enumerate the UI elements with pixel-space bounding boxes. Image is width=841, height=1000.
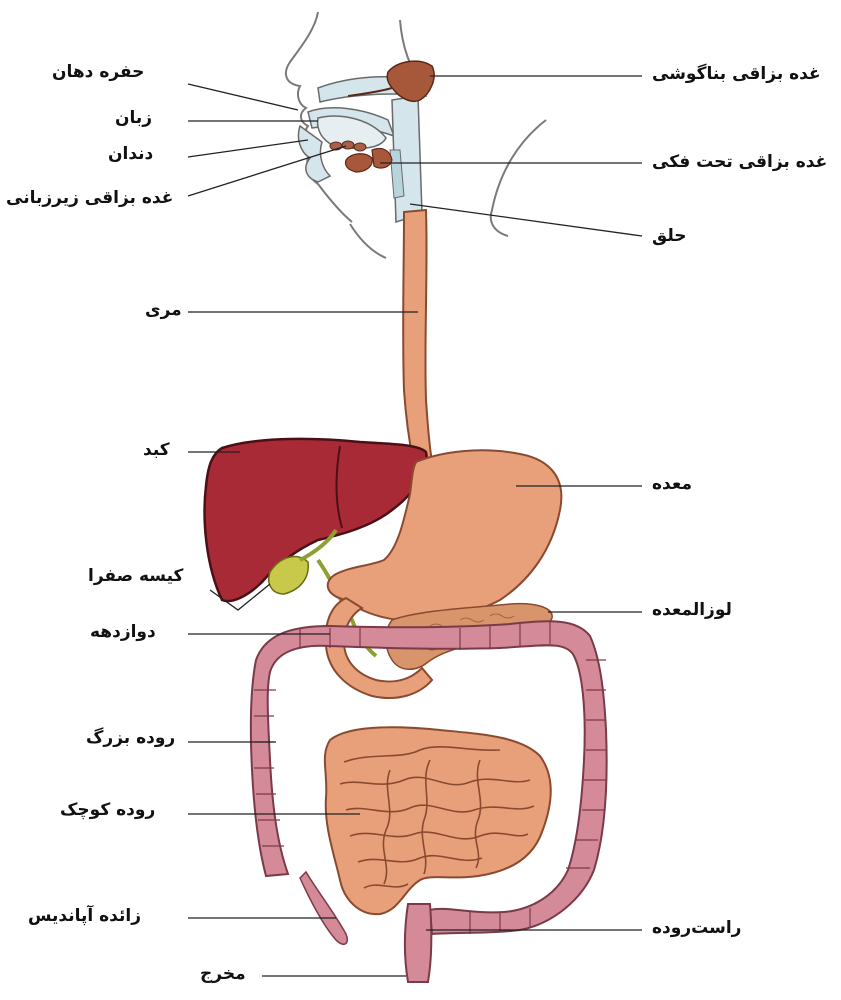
label-anus: مخرج: [200, 964, 246, 984]
parotid-gland-shape: [387, 61, 434, 101]
label-stomach: معده: [652, 474, 692, 494]
leader-teeth: [188, 140, 308, 157]
label-liver: کبد: [143, 440, 170, 460]
label-tongue: زبان: [115, 108, 152, 128]
label-large-intestine: روده بزرگ: [86, 728, 175, 748]
label-sublingual-gland: غده بزاقی زیرزبانی: [6, 188, 173, 208]
label-rectum: راست‌روده: [652, 918, 741, 938]
submandibular-gland-shape: [372, 148, 392, 168]
label-parotid-gland: غده بزاقی بناگوشی: [652, 64, 821, 84]
leader-pharynx: [410, 204, 642, 236]
label-submandibular-gland: غده بزاقی تحت فکی: [652, 152, 827, 172]
label-duodenum: دوازدهه: [90, 622, 156, 642]
small-intestine-shape: [325, 727, 551, 914]
label-teeth: دندان: [108, 144, 153, 164]
label-small-intestine: روده کوچک: [60, 800, 155, 820]
label-gallbladder: کیسه صفرا: [88, 566, 183, 586]
label-pancreas: لوزالمعده: [652, 600, 732, 620]
leader-mouth-cavity: [188, 84, 298, 110]
rectum-shape: [405, 904, 431, 982]
esophagus-shape: [403, 210, 432, 466]
label-esophagus: مری: [145, 300, 182, 320]
label-appendix: زائده آپاندیس: [28, 906, 141, 926]
label-pharynx: حلق: [652, 226, 687, 246]
label-mouth-cavity: حفره دهان: [52, 62, 144, 82]
sublingual-gland-shape: [345, 154, 372, 172]
